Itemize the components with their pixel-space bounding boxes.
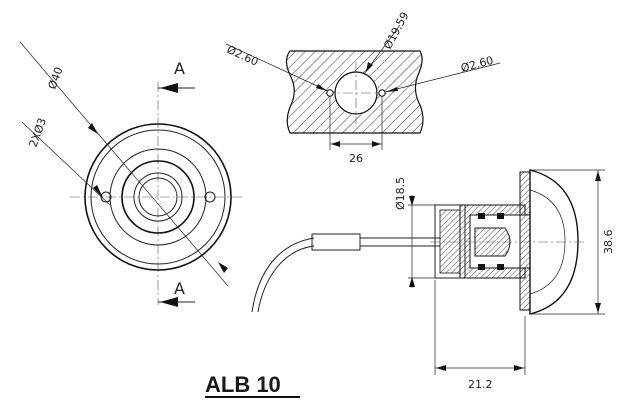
front-cap-inner bbox=[529, 189, 566, 295]
spacing-label: 26 bbox=[349, 152, 363, 165]
cable-curve-inner bbox=[257, 245, 315, 313]
o-ring-top-1 bbox=[478, 213, 485, 219]
inner-diameter-label: Ø18.5 bbox=[394, 177, 407, 210]
right-hole-leader bbox=[384, 62, 501, 93]
hole-detail-view: Ø2.60 Ø19.59 Ø2.60 26 bbox=[225, 10, 501, 165]
diameter-label: Ø40 bbox=[46, 65, 66, 91]
diameter-leader-line bbox=[19, 41, 229, 287]
section-arrow-bottom bbox=[160, 297, 178, 307]
diameter-arrow-lower bbox=[218, 262, 228, 273]
holes-leader-line bbox=[21, 121, 111, 206]
drawing-title: ALB 10 bbox=[205, 372, 281, 397]
depth-label: 21.2 bbox=[468, 378, 493, 391]
center-hole-label: Ø19.59 bbox=[381, 10, 411, 52]
title-block: ALB 10 bbox=[205, 372, 300, 398]
bolt-circle bbox=[109, 148, 207, 246]
side-section-view: Ø18.5 38.6 21.2 bbox=[251, 169, 615, 391]
outer-height-label: 38.6 bbox=[602, 230, 615, 255]
section-mark-bottom: A bbox=[174, 279, 185, 298]
mounting-hole-right bbox=[204, 191, 216, 203]
o-ring-bottom-2 bbox=[497, 264, 504, 270]
o-ring-top-2 bbox=[497, 213, 504, 219]
inner-bore-circle bbox=[138, 177, 178, 217]
diameter-arrow-upper bbox=[88, 123, 98, 134]
right-small-hole bbox=[378, 89, 386, 97]
holes-arrow bbox=[93, 185, 103, 198]
cable-curve-outer bbox=[251, 237, 315, 313]
left-hole-label: Ø2.60 bbox=[225, 43, 261, 69]
flange-rim-circle bbox=[90, 129, 226, 265]
mounting-hole-left bbox=[100, 191, 112, 203]
body-circle bbox=[121, 160, 195, 234]
left-hole-leader bbox=[225, 43, 329, 92]
outer-flange-circle bbox=[84, 123, 232, 271]
bore-circle bbox=[133, 172, 183, 222]
rear-body-hatch bbox=[439, 209, 461, 274]
right-hole-label: Ø2.60 bbox=[459, 54, 494, 75]
o-ring-bottom-1 bbox=[478, 264, 485, 270]
flange-section bbox=[519, 171, 531, 311]
section-mark-top: A bbox=[174, 59, 185, 78]
section-arrow-top bbox=[160, 83, 178, 93]
cable-sleeve bbox=[311, 233, 361, 251]
front-cap bbox=[529, 169, 579, 315]
front-view: Ø40 2XØ3 A A bbox=[19, 41, 245, 307]
